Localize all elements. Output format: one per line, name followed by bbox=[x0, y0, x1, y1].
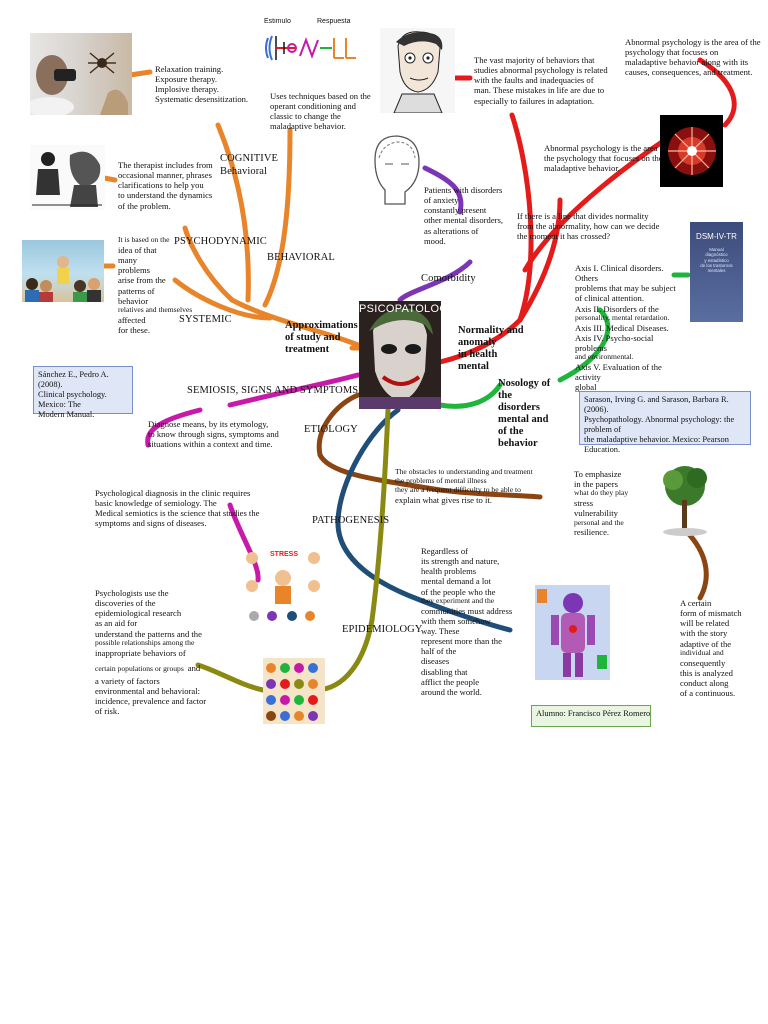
text-line-question: If there is a line that divides normalit… bbox=[517, 211, 659, 241]
text-psychologists-e: and bbox=[188, 663, 200, 673]
orange-branch-relaxation bbox=[130, 72, 150, 75]
text-axis-4b: and environmental. bbox=[575, 353, 685, 362]
text-regardless: Regardless of its strength and nature, h… bbox=[421, 546, 512, 697]
text-regardless-b: they experiment and the bbox=[421, 597, 512, 606]
text-systemic-b: idea of that many problems arise from th… bbox=[118, 245, 192, 306]
text-emphasize-b: what do they play bbox=[574, 489, 628, 498]
node-nosology: Nosology of the disorders mental and of … bbox=[498, 378, 550, 450]
text-psychologists-c: inappropriate behaviors of bbox=[95, 648, 206, 658]
dsm-book-cover: DSM-IV-TR Manual diagnóstico y estadísti… bbox=[690, 222, 743, 322]
orange-branch-therapist bbox=[104, 178, 115, 180]
text-emphasize-e: resilience. bbox=[574, 527, 628, 537]
text-therapist: The therapist includes from occasional m… bbox=[118, 160, 213, 211]
central-title: PSICOPATOLOGIA bbox=[359, 303, 441, 315]
text-emphasize-d: personal and the bbox=[574, 519, 628, 528]
node-approximations: Approximations of study and treatment bbox=[285, 320, 358, 356]
orange-branch-cognitive bbox=[218, 125, 248, 300]
student-name-box: Alumno: Francisco Pérez Romero bbox=[531, 705, 651, 727]
node-pathogenesis: PATHOGENESIS bbox=[312, 515, 389, 526]
node-semiosis: SEMIOSIS, SIGNS AND SYMPTOMS bbox=[187, 385, 358, 396]
text-systemic-d: affected for these. bbox=[118, 315, 192, 335]
crowd-faces-image bbox=[263, 658, 325, 724]
node-normality: Normality and anomaly in health mental bbox=[458, 325, 524, 373]
vr-spider-photo bbox=[30, 33, 132, 115]
node-cognitive: COGNITIVE Behavioral bbox=[220, 153, 278, 178]
text-obstacles-c: explain what gives rise to it. bbox=[395, 495, 533, 505]
text-obstacles-b: they are a frequent difficulty to be abl… bbox=[395, 486, 533, 495]
text-psychologists-b: possible relationships among the bbox=[95, 639, 206, 648]
text-vast-majority: The vast majority of behaviors that stud… bbox=[474, 55, 608, 106]
text-axis-4a: Axis IV. Psycho-social problems bbox=[575, 333, 685, 353]
text-systemic-a: It is based on the bbox=[118, 236, 192, 245]
red-burst-image bbox=[660, 115, 723, 187]
text-comorbidity: Patients with disorders of anxiety const… bbox=[424, 185, 503, 246]
text-emphasize-a: To emphasize in the papers bbox=[574, 469, 628, 489]
stimulus-response-image: Estimulo Respuesta bbox=[262, 18, 358, 74]
head-outline-sketch bbox=[365, 130, 425, 210]
olive-branch-people bbox=[198, 665, 263, 690]
tree-head-image bbox=[655, 460, 717, 540]
text-emphasize: To emphasize in the papers what do they … bbox=[574, 469, 628, 538]
node-behavioral: BEHAVIORAL bbox=[267, 252, 335, 263]
dsm-book-title: DSM-IV-TR bbox=[690, 232, 743, 241]
dsm-book-subtitle: Manual diagnóstico y estadístico de los … bbox=[690, 247, 743, 273]
central-joker-image: PSICOPATOLOGIA bbox=[359, 301, 441, 409]
reference-sarason: Sarason, Irving G. and Sarason, Barbara … bbox=[579, 391, 751, 445]
anatomy-figure-image bbox=[535, 585, 610, 680]
text-mismatch: A certain form of mismatch will be relat… bbox=[680, 598, 742, 698]
text-mismatch-b: individual and bbox=[680, 649, 742, 658]
reference-sanchez: Sánchez E., Pedro A. (2008). Clinical ps… bbox=[33, 366, 133, 414]
text-emphasize-c: stress vulnerability bbox=[574, 498, 628, 518]
stress-infographic: STRESS bbox=[242, 548, 324, 626]
node-epidemiology: EPIDEMIOLOGY bbox=[342, 624, 423, 635]
node-etiology: ETIOLOGY bbox=[304, 424, 358, 435]
text-abnormal-mid: Abnormal psychology is the area of the p… bbox=[544, 143, 667, 173]
therapy-session-sketch bbox=[30, 145, 105, 210]
text-psychologists: Psychologists use the discoveries of the… bbox=[95, 588, 206, 716]
text-axis-2b: personality, mental retardation. bbox=[575, 314, 685, 323]
text-axis-5: Axis V. Evaluation of the activity globa… bbox=[575, 362, 685, 392]
group-family-photo bbox=[22, 240, 104, 302]
text-mismatch-a: A certain form of mismatch will be relat… bbox=[680, 598, 742, 649]
text-regardless-c: communities must address with them someh… bbox=[421, 606, 512, 697]
text-psychologists-a: Psychologists use the discoveries of the… bbox=[95, 588, 206, 639]
text-obstacles-a: The obstacles to understanding and treat… bbox=[395, 468, 533, 486]
response-label: Respuesta bbox=[317, 18, 350, 25]
text-axis-1: Axis I. Clinical disorders. Others probl… bbox=[575, 263, 685, 304]
text-psychologists-d: certain populations or groups bbox=[95, 664, 184, 673]
text-mismatch-c: consequently this is analyzed conduct al… bbox=[680, 658, 742, 699]
stress-label: STRESS bbox=[270, 551, 298, 558]
man-face-sketch bbox=[380, 28, 455, 113]
text-psychologists-f: a variety of factors environmental and b… bbox=[95, 676, 206, 717]
stimulus-response-icon bbox=[262, 18, 358, 74]
text-diagnose: Diagnose means, by its etymology, to kno… bbox=[148, 419, 279, 449]
text-axes: Axis I. Clinical disorders. Others probl… bbox=[575, 263, 685, 392]
olive-branch-epidemiology bbox=[315, 410, 388, 690]
text-systemic: It is based on the idea of that many pro… bbox=[118, 236, 192, 335]
text-psych-diagnosis: Psychological diagnosis in the clinic re… bbox=[95, 488, 259, 529]
stimulus-label: Estimulo bbox=[264, 18, 291, 25]
text-regardless-a: Regardless of its strength and nature, h… bbox=[421, 546, 512, 597]
text-abnormal-top: Abnormal psychology is the area of the p… bbox=[625, 37, 761, 78]
text-operant: Uses techniques based on the operant con… bbox=[270, 91, 371, 132]
green-branch-nosology bbox=[440, 385, 500, 406]
text-systemic-c: relatives and themselves bbox=[118, 306, 192, 315]
node-comorbidity: Comorbidity bbox=[421, 273, 476, 284]
text-obstacles: The obstacles to understanding and treat… bbox=[395, 468, 533, 505]
text-axis-3: Axis III. Medical Diseases. bbox=[575, 323, 685, 333]
brown-branch-tree bbox=[685, 530, 706, 598]
text-relaxation: Relaxation training. Exposure therapy. I… bbox=[155, 64, 248, 105]
